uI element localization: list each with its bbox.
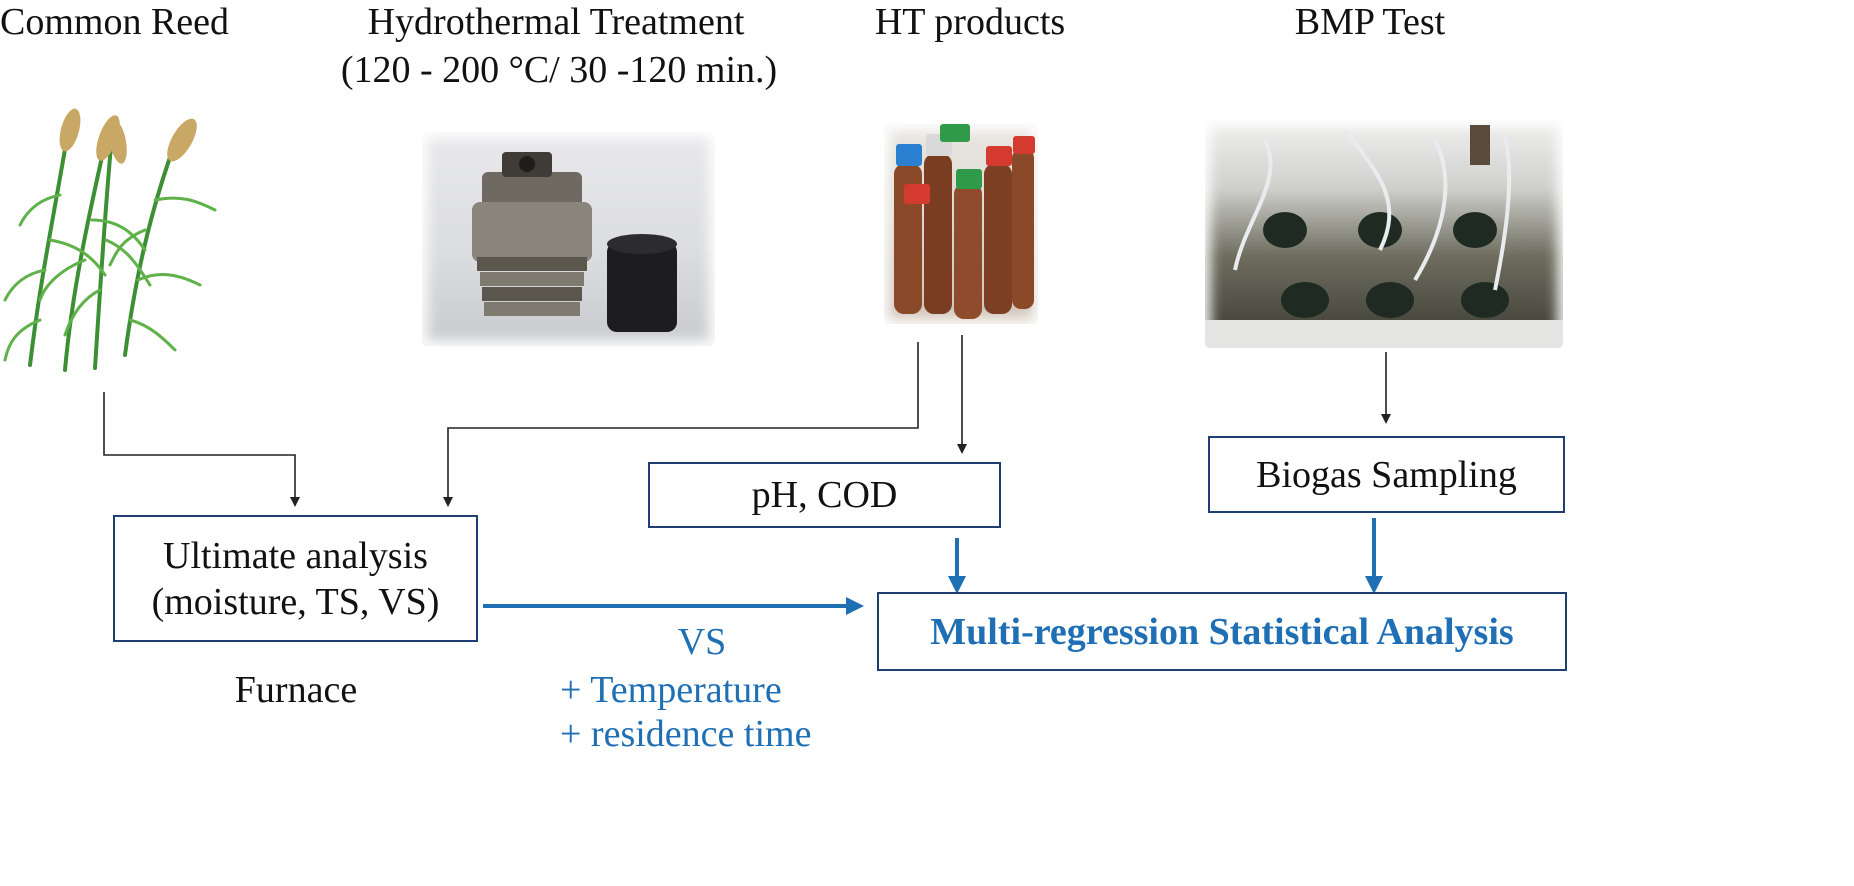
temperature-label: + Temperature bbox=[560, 669, 782, 711]
multi-regression-box: Multi-regression Statistical Analysis bbox=[877, 592, 1567, 671]
stage-title-bmp-test: BMP Test bbox=[1294, 1, 1446, 43]
residence-time-label: + residence time bbox=[560, 713, 812, 755]
ultimate-analysis-line1: Ultimate analysis bbox=[163, 534, 428, 577]
ph-cod-box: pH, COD bbox=[648, 462, 1001, 528]
arrow-reed-to-ultimate bbox=[103, 392, 300, 507]
sample-tubes-photo bbox=[884, 124, 1038, 324]
biogas-sampling-box: Biogas Sampling bbox=[1208, 436, 1565, 513]
reed-plant-photo bbox=[3, 108, 217, 372]
multi-regression-label: Multi-regression Statistical Analysis bbox=[930, 610, 1514, 653]
stage-title-common-reed: Common Reed bbox=[0, 1, 230, 43]
stage-title-ht-products: HT products bbox=[874, 1, 1066, 43]
arrow-products-to-ultimate bbox=[443, 342, 919, 507]
bmp-water-bath-photo bbox=[1205, 120, 1563, 348]
hydrothermal-reactor-photo bbox=[422, 132, 715, 346]
ultimate-analysis-box: Ultimate analysis (moisture, TS, VS) bbox=[113, 515, 478, 642]
biogas-sampling-label: Biogas Sampling bbox=[1256, 453, 1517, 496]
stage-conditions: (120 - 200 °C/ 30 -120 min.) bbox=[340, 49, 778, 91]
stage-title-hydrothermal: Hydrothermal Treatment bbox=[367, 1, 745, 43]
vs-label: VS bbox=[677, 621, 727, 663]
furnace-label: Furnace bbox=[234, 669, 358, 711]
ultimate-analysis-line2: (moisture, TS, VS) bbox=[151, 580, 440, 623]
ph-cod-label: pH, COD bbox=[751, 474, 898, 516]
